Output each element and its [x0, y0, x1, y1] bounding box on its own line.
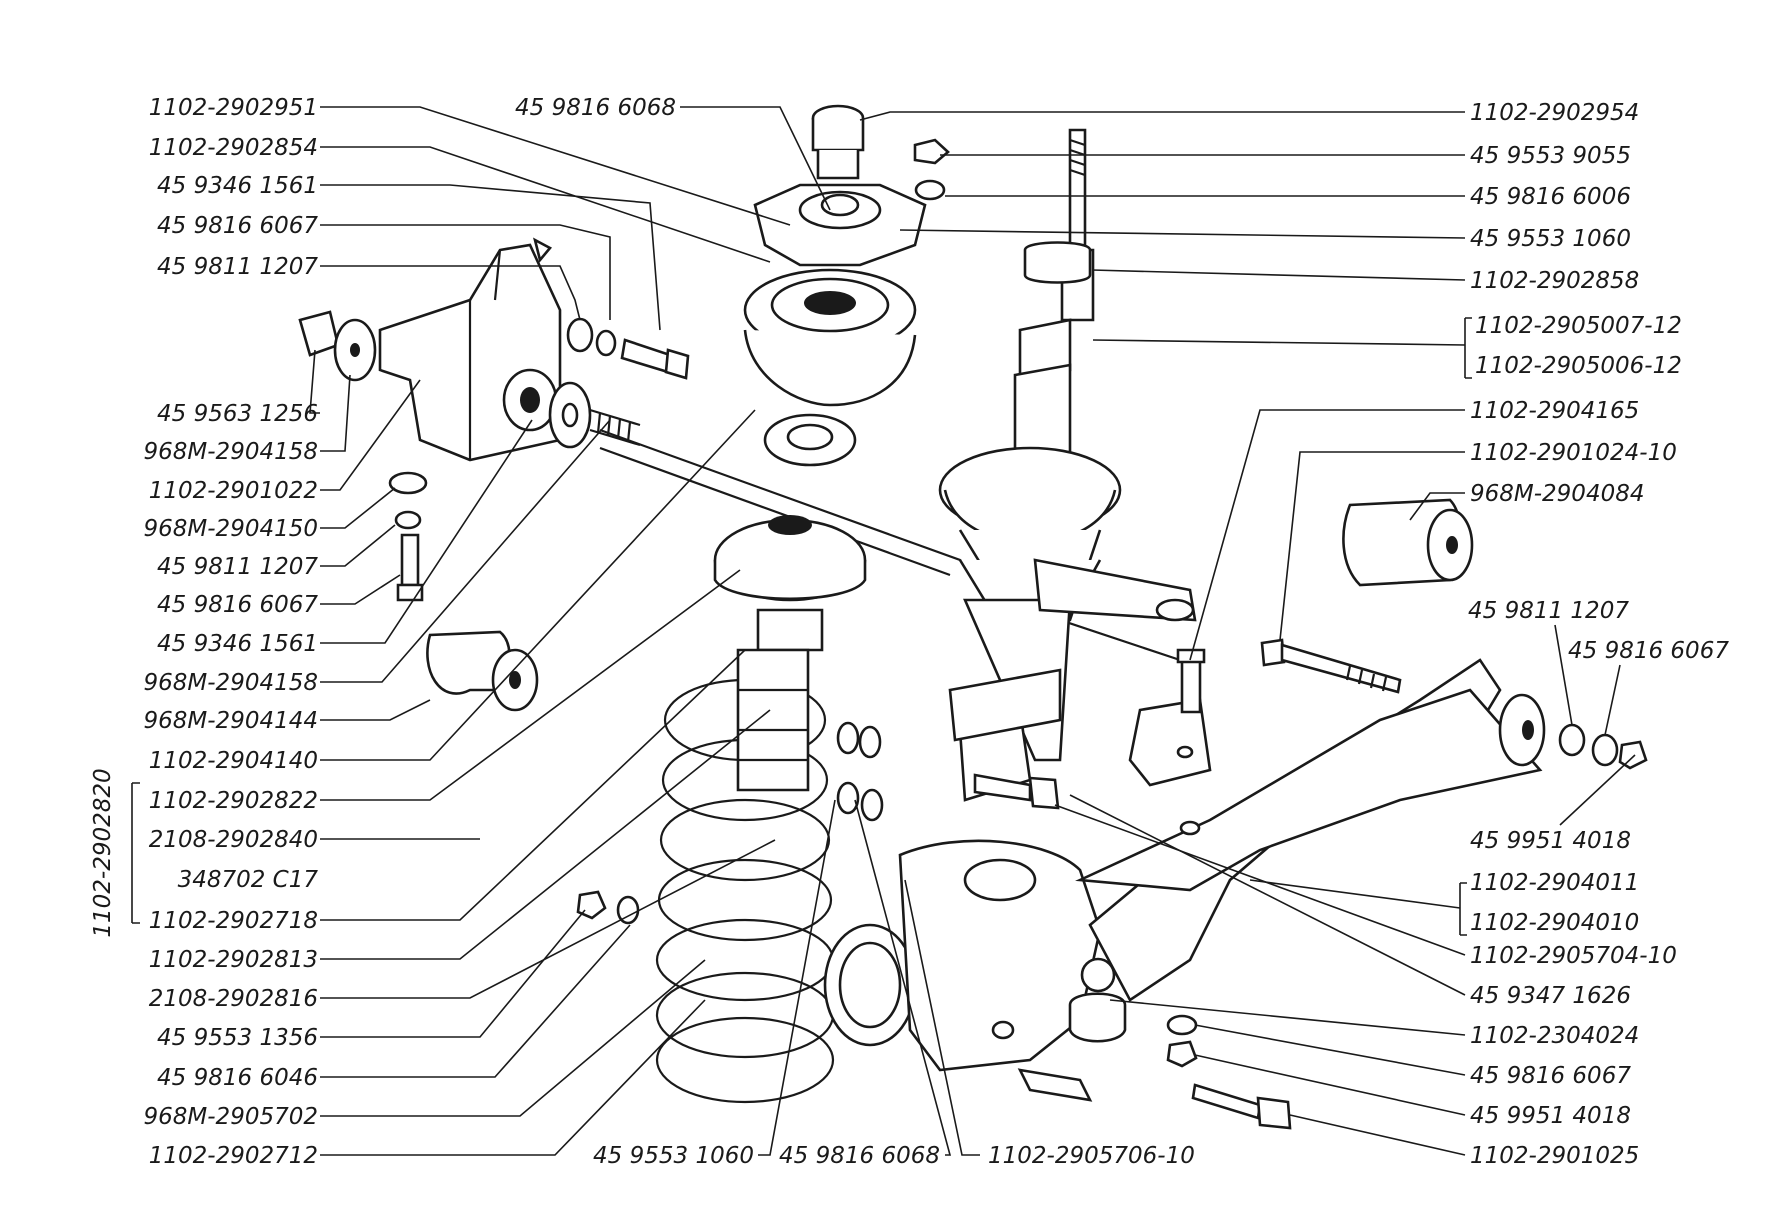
- ball-joint: [1068, 957, 1127, 1043]
- label-1102-2904010: 1102-2904010: [1470, 910, 1639, 936]
- label-1102-2905006-12: 1102-2905006-12: [1475, 353, 1682, 379]
- strut-knuckle-bolts: [836, 721, 1060, 822]
- label-45-9346-1561-a: 45 9346 1561: [157, 173, 318, 199]
- label-968M-2904150: 968M-2904150: [144, 516, 318, 542]
- label-1102-2905007-12: 1102-2905007-12: [1475, 313, 1682, 339]
- label-2108-2902816: 2108-2902816: [149, 986, 318, 1012]
- label-45-9553-1060-bottom: 45 9553 1060: [593, 1143, 754, 1169]
- label-1102-2904011: 1102-2904011: [1470, 870, 1639, 896]
- label-45-9347-1626: 45 9347 1626: [1470, 983, 1631, 1009]
- spring-side-nuts: [576, 890, 640, 925]
- label-1102-2902954: 1102-2902954: [1470, 100, 1639, 126]
- parts-drawing: [298, 104, 1648, 1130]
- label-45-9816-6046: 45 9816 6046: [157, 1065, 318, 1091]
- label-968M-2904158-a: 968M-2904158: [144, 439, 318, 465]
- label-45-9816-6067-d: 45 9816 6067: [1470, 1063, 1631, 1089]
- label-1102-2902951: 1102-2902951: [149, 95, 318, 121]
- label-1102-2902820-vertical: 1102-2902820: [90, 768, 116, 937]
- right-arm-washers: [1558, 723, 1648, 770]
- label-45-9553-9055: 45 9553 9055: [1470, 143, 1631, 169]
- label-45-9553-1356: 45 9553 1356: [157, 1025, 318, 1051]
- spring-upper-seat: [713, 515, 867, 652]
- knuckle-lower-plate: [1017, 1068, 1093, 1102]
- leader-lines: [131, 106, 1636, 1156]
- label-45-9346-1561-b: 45 9346 1561: [157, 631, 318, 657]
- label-1102-2901022: 1102-2901022: [149, 478, 318, 504]
- label-45-9811-1207-c: 45 9811 1207: [1468, 598, 1629, 624]
- label-45-9816-6068-bottom: 45 9816 6068: [779, 1143, 940, 1169]
- control-arm-bushing: [1342, 498, 1474, 587]
- label-45-9816-6067-c: 45 9816 6067: [1568, 638, 1729, 664]
- lower-control-arm: [1075, 658, 1546, 1002]
- label-1102-2905704-10: 1102-2905704-10: [1470, 943, 1677, 969]
- ball-joint-fasteners: [1166, 1014, 1292, 1130]
- label-1102-2902854: 1102-2902854: [149, 135, 318, 161]
- top-strut-mount: [753, 104, 927, 267]
- label-1102-2902822: 1102-2902822: [149, 788, 318, 814]
- label-968M-2904084: 968M-2904084: [1470, 481, 1644, 507]
- upper-bracket-bolt: [566, 317, 690, 380]
- label-45-9951-4018-b: 45 9951 4018: [1470, 1103, 1631, 1129]
- shock-absorber-strut: [938, 128, 1197, 762]
- label-45-9816-6067-a: 45 9816 6067: [157, 213, 318, 239]
- coil-spring: [655, 648, 835, 1104]
- label-968M-2905702: 968M-2905702: [144, 1104, 318, 1130]
- label-968M-2904144: 968M-2904144: [144, 708, 318, 734]
- label-1102-2902858: 1102-2902858: [1470, 268, 1639, 294]
- label-348702-C17: 348702 C17: [178, 867, 319, 893]
- label-45-9553-1060-right: 45 9553 1060: [1470, 226, 1631, 252]
- label-45-9811-1207-a: 45 9811 1207: [157, 254, 318, 280]
- left-nut-washer: [298, 310, 377, 382]
- brake-hose-bracket-bolt: [1176, 648, 1206, 836]
- label-1102-2901024-10: 1102-2901024-10: [1470, 440, 1677, 466]
- label-45-9816-6006: 45 9816 6006: [1470, 184, 1631, 210]
- knuckle-bolt-hole: [991, 1020, 1015, 1040]
- stabilizer-bracket: [378, 237, 562, 462]
- label-968M-2904158-b: 968M-2904158: [144, 670, 318, 696]
- label-45-9816-6067-b: 45 9816 6067: [157, 592, 318, 618]
- label-1102-2304024: 1102-2304024: [1470, 1023, 1639, 1049]
- label-45-9951-4018-a: 45 9951 4018: [1470, 828, 1631, 854]
- stabilizer-bushing: [426, 630, 539, 712]
- control-arm-bolt: [1260, 638, 1402, 694]
- label-1102-2904165: 1102-2904165: [1470, 398, 1639, 424]
- label-1102-2902712: 1102-2902712: [149, 1143, 318, 1169]
- label-1102-2904140: 1102-2904140: [149, 748, 318, 774]
- label-45-9563-1256: 45 9563 1256: [157, 401, 318, 427]
- lower-bracket-bolt: [388, 471, 428, 602]
- label-2108-2902840: 2108-2902840: [149, 827, 318, 853]
- part-labels: 1102-2902951 1102-2902854 45 9346 1561 4…: [90, 95, 1729, 1169]
- label-45-9811-1207-b: 45 9811 1207: [157, 554, 318, 580]
- strut-support-bearing: [743, 268, 917, 467]
- label-1102-2902813: 1102-2902813: [149, 947, 318, 973]
- label-45-9816-6068-top: 45 9816 6068: [515, 95, 676, 121]
- label-1102-2905706-10: 1102-2905706-10: [988, 1143, 1195, 1169]
- top-nut-washer: [913, 138, 950, 201]
- label-1102-2902718: 1102-2902718: [149, 908, 318, 934]
- label-1102-2901025: 1102-2901025: [1470, 1143, 1639, 1169]
